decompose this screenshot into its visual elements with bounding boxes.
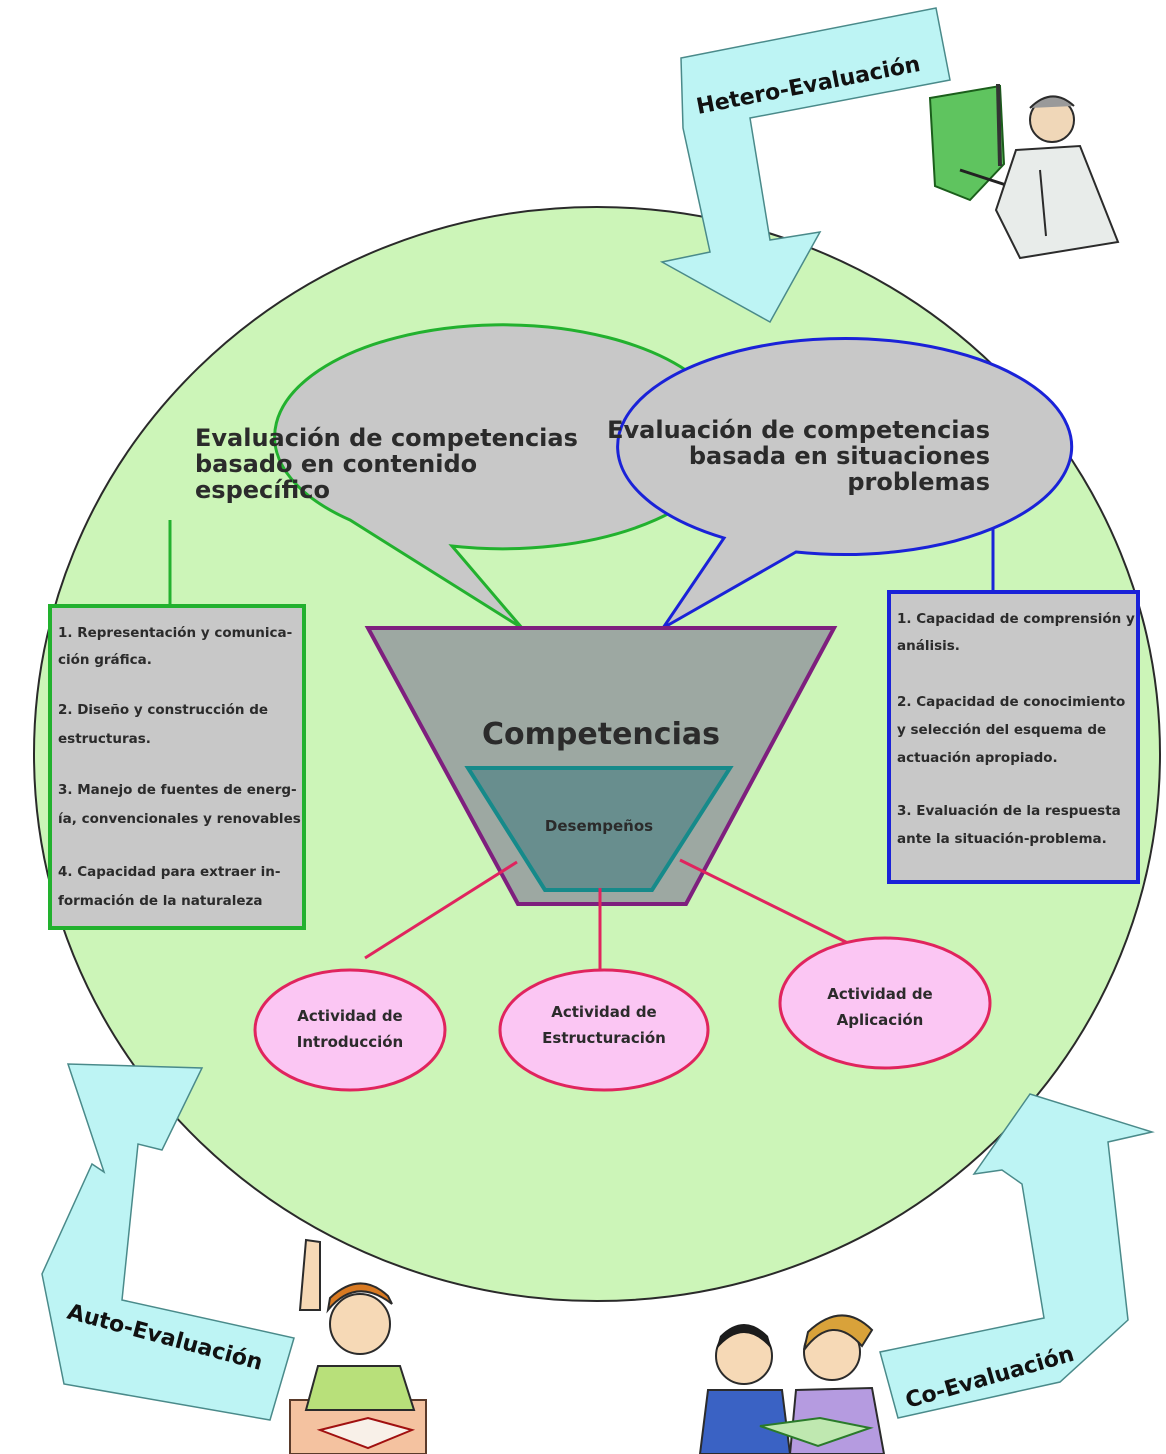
svg-text:Evaluación de competencias: Evaluación de competencias	[195, 424, 578, 452]
student-illustration	[289, 1238, 427, 1454]
activity-aplicacion: Actividad de Aplicación	[778, 936, 992, 1070]
activity-introduccion-line-1: Actividad de	[297, 1007, 402, 1025]
activity-estructuracion: Actividad de Estructuración	[498, 968, 710, 1092]
competencias-label: Competencias	[482, 717, 720, 752]
activity-line-right	[679, 858, 859, 950]
right-box-line-4: y selección del esquema de	[897, 722, 1106, 738]
svg-text:problemas: problemas	[847, 468, 990, 496]
activity-aplicacion-line-2: Aplicación	[837, 1011, 924, 1029]
svg-text:específico: específico	[195, 476, 330, 504]
svg-text:Evaluación de competencias: Evaluación de competencias	[607, 416, 990, 444]
left-box-line-7: 4. Capacidad para extraer in-	[58, 864, 280, 880]
right-box-line-2: análisis.	[897, 638, 960, 654]
right-box-line-1: 1. Capacidad de comprensión y	[897, 611, 1135, 627]
right-bubble-line-1: Evaluación de competencias	[607, 416, 990, 444]
teacher-illustration	[928, 83, 1120, 260]
right-box-line-5: actuación apropiado.	[897, 750, 1058, 766]
left-bubble-line-2: basado en contenido	[195, 450, 477, 478]
left-bubble-line-3: específico	[195, 476, 330, 504]
right-speech-bubble: Evaluación de competencias basada en sit…	[607, 337, 1074, 630]
desempenos-funnel: Desempeños	[464, 766, 734, 892]
right-bubble-line-3: problemas	[847, 468, 990, 496]
left-competency-box: 1. Representación y comunica- ción gráfi…	[48, 604, 306, 930]
right-bubble-line-2: basada en situaciones	[689, 442, 990, 470]
right-box-line-6: 3. Evaluación de la respuesta	[897, 803, 1121, 819]
activity-aplicacion-line-1: Actividad de	[827, 985, 932, 1003]
right-box-line-7: ante la situación-problema.	[897, 831, 1107, 847]
right-box-line-3: 2. Capacidad de conocimiento	[897, 694, 1125, 710]
activity-estructuracion-line-1: Actividad de	[551, 1003, 656, 1021]
left-box-line-6: ía, convencionales y renovables	[58, 811, 301, 827]
activity-introduccion: Actividad de Introducción	[253, 968, 447, 1092]
left-box-line-5: 3. Manejo de fuentes de energ-	[58, 782, 297, 798]
svg-text:basada en situaciones: basada en situaciones	[689, 442, 990, 470]
left-box-line-2: ción gráfica.	[58, 652, 152, 668]
left-speech-bubble: Evaluación de competencias basado en con…	[195, 323, 733, 630]
right-competency-box: 1. Capacidad de comprensión y análisis. …	[887, 590, 1140, 884]
left-box-line-3: 2. Diseño y construcción de	[58, 702, 268, 718]
activity-introduccion-line-2: Introducción	[297, 1033, 403, 1051]
activity-line-left	[364, 860, 518, 960]
left-bubble-line-1: Evaluación de competencias	[195, 424, 578, 452]
left-box-line-4: estructuras.	[58, 731, 151, 747]
activity-estructuracion-line-2: Estructuración	[542, 1029, 666, 1047]
desempenos-label: Desempeños	[545, 817, 653, 835]
left-box-line-1: 1. Representación y comunica-	[58, 625, 292, 641]
left-box-line-8: formación de la naturaleza	[58, 893, 262, 909]
peers-illustration	[698, 1314, 886, 1454]
svg-text:basado en contenido: basado en contenido	[195, 450, 477, 478]
